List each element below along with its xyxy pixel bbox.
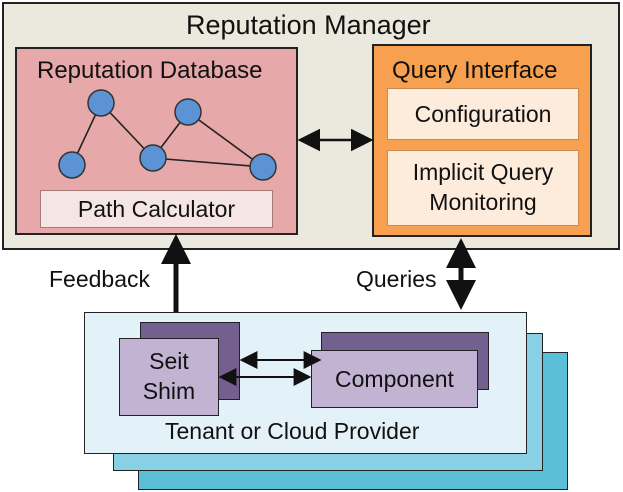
path-calculator-label: Path Calculator: [77, 195, 236, 222]
seit-label: Seit: [149, 348, 189, 375]
reputation-manager-title: Reputation Manager: [186, 10, 431, 40]
implicit-query-monitoring-box: Implicit Query Monitoring: [387, 150, 579, 226]
configuration-box: Configuration: [387, 88, 579, 140]
component-label: Component: [335, 365, 454, 392]
queries-label: Queries: [356, 266, 437, 292]
implicit-query-label: Implicit Query: [412, 159, 554, 186]
monitoring-label: Monitoring: [429, 189, 537, 215]
path-calculator-box: Path Calculator: [40, 190, 273, 228]
seit-shim-box: Seit Shim: [119, 338, 219, 416]
feedback-label: Feedback: [49, 266, 151, 292]
tenant-title: Tenant or Cloud Provider: [165, 418, 420, 444]
query-interface-title: Query Interface: [392, 57, 558, 84]
reputation-database-title: Reputation Database: [37, 57, 263, 84]
configuration-label: Configuration: [414, 100, 552, 127]
component-box: Component: [311, 350, 478, 408]
shim-label: Shim: [142, 378, 196, 404]
